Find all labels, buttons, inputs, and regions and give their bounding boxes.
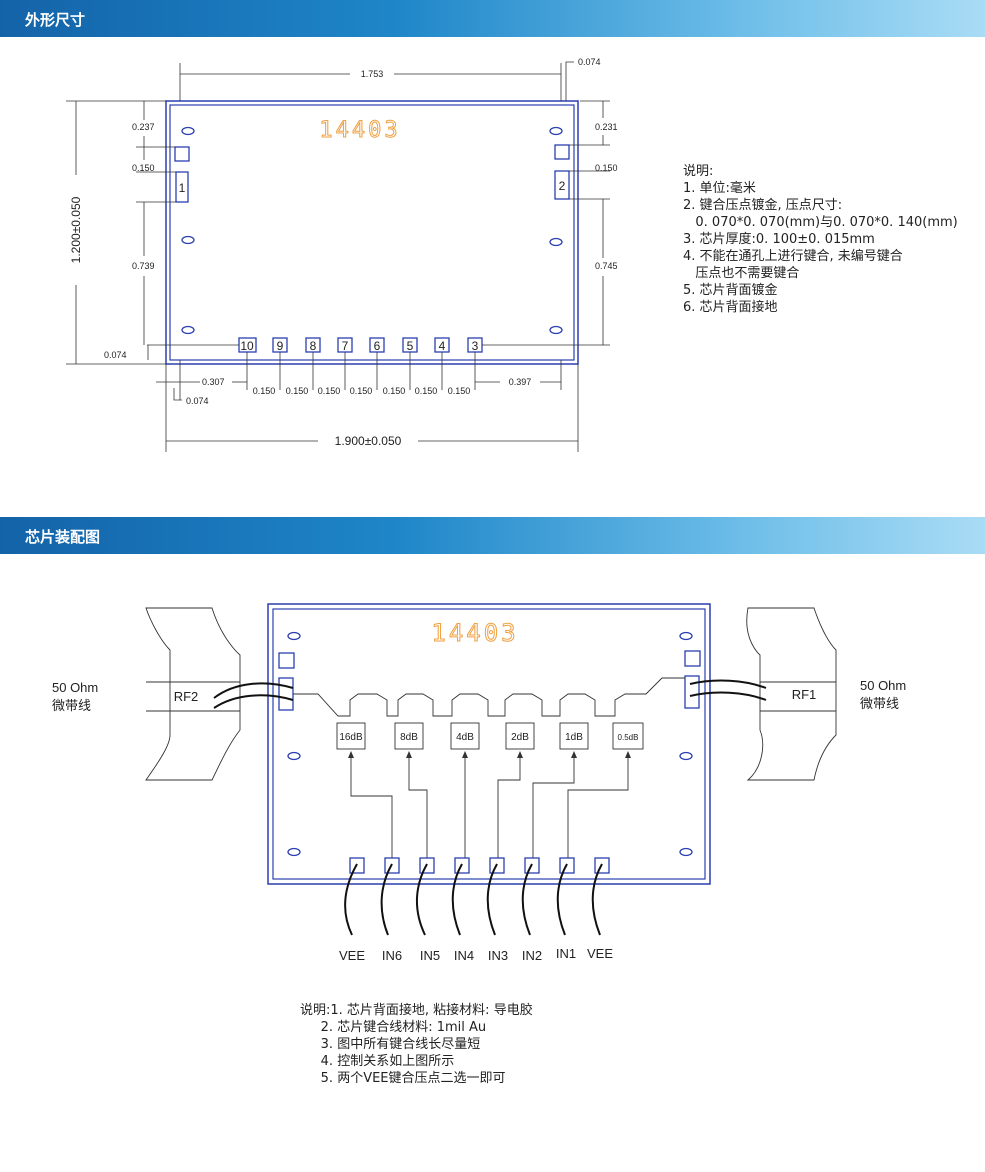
left-line-impedance: 50 Ohm <box>52 680 98 695</box>
outline-drawing: 14403 1 2 10 9 8 7 6 5 4 3 <box>66 57 618 452</box>
note-line: 4. 不能在通孔上进行键合, 未编号键合 <box>683 249 903 264</box>
pin-label: IN2 <box>522 948 542 963</box>
dim-bottom-pitch: 0.150 <box>415 386 438 396</box>
dim-bottom-pitch: 0.150 <box>448 386 471 396</box>
chip-mark: 14403 <box>319 118 400 143</box>
unnumbered-pad-right <box>554 144 570 160</box>
port-label-rf1: RF1 <box>792 687 817 702</box>
pin-label: IN4 <box>454 948 474 963</box>
pin-label: IN5 <box>420 948 440 963</box>
section-title: 外形尺寸 <box>25 11 86 29</box>
chip-mark: 14403 <box>431 619 518 647</box>
attenuator-label: 0.5dB <box>618 733 639 742</box>
dim-bottom-pitch: 0.150 <box>253 386 276 396</box>
dim-top-right-offset: 0.074 <box>578 57 601 67</box>
note-line: 2. 键合压点镀金, 压点尺寸: <box>683 198 843 213</box>
pad-label: 5 <box>407 339 414 353</box>
note-line: 3. 图中所有键合线长尽量短 <box>300 1037 481 1052</box>
pad-label: 9 <box>277 339 284 353</box>
dim-left-top: 0.237 <box>132 122 155 132</box>
attenuator-label: 1dB <box>565 732 583 743</box>
via-holes <box>181 126 563 335</box>
note-line: 5. 两个VEE键合压点二选一即可 <box>300 1071 506 1086</box>
dim-left-pad: 0.150 <box>132 163 155 173</box>
pin-label: IN3 <box>488 948 508 963</box>
note-line: 0. 070*0. 070(mm)与0. 070*0. 140(mm) <box>683 215 958 230</box>
pad-label: 8 <box>310 339 317 353</box>
note-line: 4. 控制关系如上图所示 <box>300 1054 455 1069</box>
note-line: 压点也不需要键合 <box>683 266 800 281</box>
chip-inner-outline <box>272 608 706 880</box>
note-line: 2. 芯片键合线材料: 1mil Au <box>300 1020 487 1035</box>
pad-label: 4 <box>439 339 446 353</box>
assembly-drawing: 14403 16dB 8dB 4dB 2dB 1dB 0.5dB <box>52 603 906 963</box>
dim-bottom-pitch: 0.150 <box>383 386 406 396</box>
section-header-assembly: 芯片装配图 <box>0 517 985 554</box>
note-line: 1. 单位:毫米 <box>683 181 756 196</box>
dim-bottom-pitch: 0.150 <box>350 386 373 396</box>
left-line-type: 微带线 <box>52 698 91 713</box>
chip-outer-outline <box>165 100 579 365</box>
pad-2 <box>554 170 570 200</box>
dim-total-width: 1.900±0.050 <box>335 434 402 448</box>
dim-right-top: 0.231 <box>595 122 618 132</box>
pad-label: 2 <box>559 179 566 193</box>
unnumbered-pad-right <box>684 650 701 667</box>
pad-label: 3 <box>472 339 479 353</box>
dim-bottom-pitch: 0.150 <box>286 386 309 396</box>
dim-left-height: 1.200±0.050 <box>69 196 83 263</box>
pin-label: VEE <box>339 948 365 963</box>
pad-label: 10 <box>240 339 254 353</box>
via-holes <box>287 631 693 857</box>
note-line: 3. 芯片厚度:0. 100±0. 015mm <box>683 232 875 247</box>
pad-label: 6 <box>374 339 381 353</box>
rf-trace <box>293 677 685 717</box>
rf2-pad <box>278 677 294 711</box>
dimension-lines <box>66 61 610 452</box>
pin-label: IN6 <box>382 948 402 963</box>
port-label-rf2: RF2 <box>174 689 199 704</box>
dim-bottom-right: 0.397 <box>509 377 532 387</box>
attenuator-label: 2dB <box>511 732 529 743</box>
bond-wires <box>213 679 767 936</box>
control-lines <box>350 753 629 858</box>
note-line: 5. 芯片背面镀金 <box>683 283 778 298</box>
dim-left-bottom: 0.074 <box>104 350 127 360</box>
rf1-pad <box>684 675 700 709</box>
attenuator-label: 4dB <box>456 732 474 743</box>
left-microstrip-outline <box>145 607 241 781</box>
dim-left-mid: 0.739 <box>132 261 155 271</box>
dim-bottom-left: 0.307 <box>202 377 225 387</box>
dim-bottom-left-offset: 0.074 <box>186 396 209 406</box>
dim-top-width: 1.753 <box>361 69 384 79</box>
unnumbered-pad-left <box>278 652 295 669</box>
unnumbered-pad-left <box>174 146 190 162</box>
pad-1 <box>175 171 189 203</box>
note-line: 6. 芯片背面接地 <box>683 300 778 315</box>
dim-right-pad: 0.150 <box>595 163 618 173</box>
pad-label: 7 <box>342 339 349 353</box>
section-title: 芯片装配图 <box>25 528 101 546</box>
pin-label: VEE <box>587 946 613 961</box>
outline-notes: 说明: 1. 单位:毫米 2. 键合压点镀金, 压点尺寸: 0. 070*0. … <box>683 163 958 316</box>
chip-inner-outline <box>169 104 575 361</box>
right-line-impedance: 50 Ohm <box>860 678 906 693</box>
assembly-notes: 说明:1. 芯片背面接地, 粘接材料: 导电胶 2. 芯片键合线材料: 1mil… <box>300 1002 533 1087</box>
dim-bottom-pitch: 0.150 <box>318 386 341 396</box>
attenuator-label: 8dB <box>400 732 418 743</box>
dim-right-mid: 0.745 <box>595 261 618 271</box>
bottom-pads <box>238 337 483 353</box>
right-line-type: 微带线 <box>860 696 899 711</box>
control-arrows <box>348 751 631 758</box>
note-line: 说明:1. 芯片背面接地, 粘接材料: 导电胶 <box>300 1003 533 1018</box>
attenuator-blocks <box>336 722 644 750</box>
right-microstrip-outline <box>746 607 837 781</box>
attenuator-label: 16dB <box>339 732 363 743</box>
note-line: 说明: <box>683 164 714 179</box>
pad-label: 1 <box>179 181 186 195</box>
section-header-dimensions: 外形尺寸 <box>0 0 985 37</box>
pin-label: IN1 <box>556 946 576 961</box>
